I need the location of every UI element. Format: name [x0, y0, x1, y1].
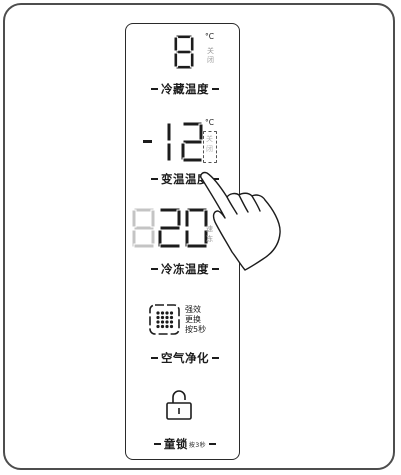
fridge-temp-label: 冷藏温度	[161, 82, 209, 96]
variable-temp-digits	[166, 121, 204, 163]
fridge-temp-button[interactable]: 冷藏温度	[134, 80, 236, 98]
child-lock-hint: 按3秒	[188, 441, 207, 449]
fridge-unit-label: °C	[205, 32, 214, 41]
control-panel: °C 关 闭 冷藏温度 °C 关 闭 变温温度	[125, 23, 240, 460]
padlock-icon	[166, 390, 192, 420]
variable-temp-minus	[143, 140, 152, 143]
filter-text-3: 按5秒	[185, 325, 207, 334]
freezer-quick-char-2: 冻	[206, 235, 213, 243]
freezer-temp-digits	[132, 207, 209, 249]
child-lock-label: 童锁	[163, 437, 188, 451]
filter-text-2: 更换	[185, 315, 201, 324]
freezer-temp-button[interactable]: 冷冻温度	[134, 260, 236, 278]
freezer-quick-char-1: 速	[206, 225, 213, 233]
variable-off-indicator	[203, 131, 217, 163]
variable-off-char-1: 关	[206, 135, 213, 143]
fridge-off-char-2: 闭	[207, 56, 214, 64]
filter-grid-icon	[149, 304, 180, 335]
fridge-control-frame	[3, 3, 395, 470]
variable-temp-label: 变温温度	[161, 172, 209, 186]
freezer-temp-label: 冷冻温度	[161, 262, 209, 276]
fridge-off-char-1: 关	[207, 47, 214, 55]
filter-text-1: 强效	[185, 305, 201, 314]
child-lock-button[interactable]: 童锁按3秒	[134, 435, 236, 453]
variable-temp-button[interactable]: 变温温度	[134, 170, 236, 188]
air-purify-button[interactable]: 空气净化	[134, 349, 236, 367]
variable-unit-label: °C	[205, 118, 214, 127]
air-purify-label: 空气净化	[161, 351, 209, 365]
tapping-hand-icon	[200, 171, 281, 271]
fridge-temp-digit	[173, 34, 195, 70]
variable-off-char-2: 闭	[206, 145, 213, 153]
